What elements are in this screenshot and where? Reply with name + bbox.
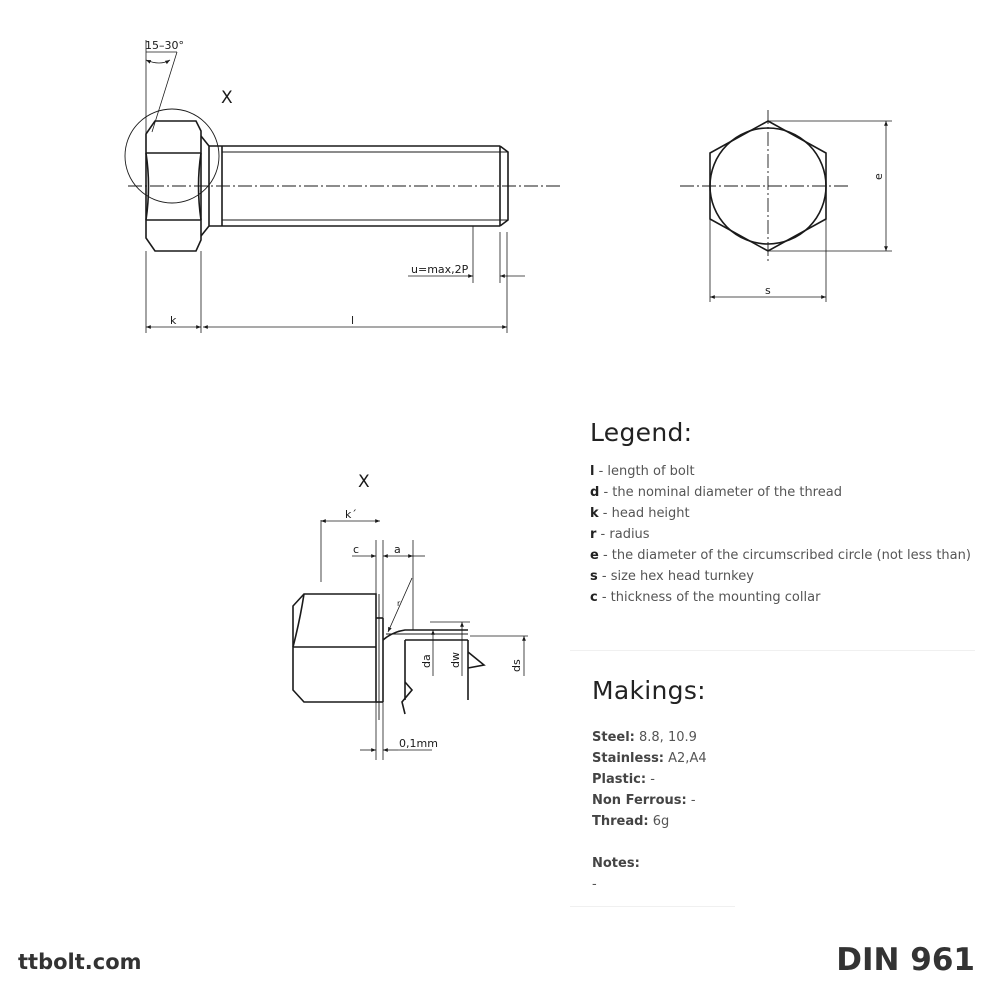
detail-marker: X xyxy=(221,88,233,108)
makings-title: Makings: xyxy=(592,676,706,705)
making-value: - xyxy=(646,772,655,787)
l-dimension-label: l xyxy=(351,314,354,327)
legend-text: - thickness of the mounting collar xyxy=(597,590,821,605)
making-value: 6g xyxy=(648,814,670,829)
legend-text: - size hex head turnkey xyxy=(597,569,754,584)
angle-label: 15–30° xyxy=(145,39,184,52)
detail-title: X xyxy=(358,472,370,492)
making-key: Stainless: xyxy=(592,751,665,766)
ds-label: ds xyxy=(510,659,523,672)
legend-key: s xyxy=(590,569,598,584)
legend-text: - radius xyxy=(596,527,650,542)
da-label: da xyxy=(420,654,433,668)
legend-key: e xyxy=(590,548,599,563)
making-item: Plastic: - xyxy=(592,769,972,790)
s-dimension-label: s xyxy=(765,284,771,297)
standard-title: DIN 961 xyxy=(836,942,975,978)
making-value: - xyxy=(686,793,696,808)
legend-item: c - thickness of the mounting collar xyxy=(590,587,980,608)
makings-panel: Makings: Steel: 8.8, 10.9 Stainless: A2,… xyxy=(592,676,972,895)
notes-label: Notes: xyxy=(592,856,640,871)
legend-key: c xyxy=(590,590,598,605)
dw-label: dw xyxy=(449,652,462,668)
legend-key: l xyxy=(590,464,595,479)
e-dimension-label: e xyxy=(872,173,885,180)
k-dimension-label: k xyxy=(170,314,177,327)
legend-panel: Legend: l - length of bolt d - the nomin… xyxy=(590,418,980,608)
gap-label: 0,1mm xyxy=(399,737,438,750)
legend-item: k - head height xyxy=(590,503,980,524)
u-dimension-label: u=max,2P xyxy=(411,263,469,276)
legend-text: - head height xyxy=(598,506,690,521)
making-item: Thread: 6g xyxy=(592,811,972,832)
making-value: 8.8, 10.9 xyxy=(634,730,697,745)
a-label: a xyxy=(394,543,401,556)
divider xyxy=(570,906,735,907)
detail-x-view xyxy=(292,519,528,760)
making-item: Steel: 8.8, 10.9 xyxy=(592,727,972,748)
legend-item: l - length of bolt xyxy=(590,461,980,482)
making-key: Non Ferrous: xyxy=(592,793,687,808)
making-key: Plastic: xyxy=(592,772,647,787)
divider xyxy=(570,650,975,651)
legend-title: Legend: xyxy=(590,418,693,447)
making-item: Stainless: A2,A4 xyxy=(592,748,972,769)
making-value: A2,A4 xyxy=(664,751,707,766)
site-name: ttbolt.com xyxy=(18,950,142,974)
r-label: r xyxy=(397,599,401,608)
bolt-end-view xyxy=(680,110,892,302)
legend-key: k xyxy=(590,506,599,521)
legend-item: r - radius xyxy=(590,524,980,545)
k-prime-label: k´ xyxy=(345,508,357,521)
c-label: c xyxy=(353,543,359,556)
notes-section: Notes: - xyxy=(592,853,972,895)
legend-key: r xyxy=(590,527,597,542)
bolt-side-view xyxy=(124,40,562,333)
legend-item: e - the diameter of the circumscribed ci… xyxy=(590,545,980,566)
notes-value: - xyxy=(592,877,597,892)
legend-text: - the nominal diameter of the thread xyxy=(599,485,842,500)
making-key: Steel: xyxy=(592,730,635,745)
legend-text: - length of bolt xyxy=(594,464,695,479)
making-key: Thread: xyxy=(592,814,649,829)
legend-item: s - size hex head turnkey xyxy=(590,566,980,587)
legend-item: d - the nominal diameter of the thread xyxy=(590,482,980,503)
making-item: Non Ferrous: - xyxy=(592,790,972,811)
legend-text: - the diameter of the circumscribed circ… xyxy=(598,548,971,563)
legend-key: d xyxy=(590,485,600,500)
